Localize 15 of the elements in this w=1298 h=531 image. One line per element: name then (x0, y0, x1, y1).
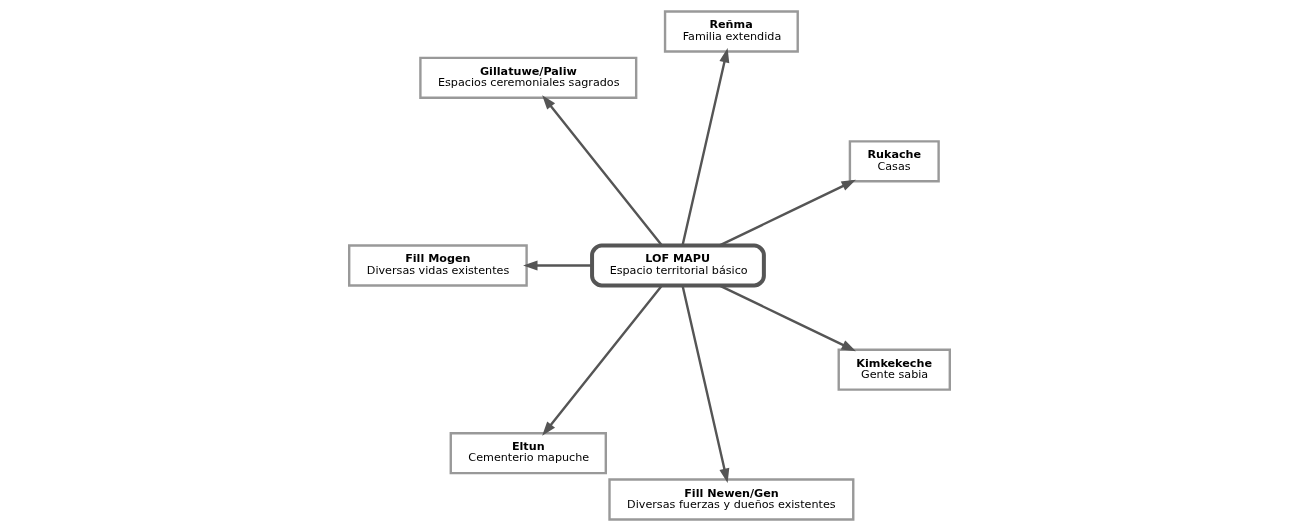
arrow (541, 95, 663, 247)
node-box: Fill Mogen Diversas vidas existentes (347, 244, 528, 287)
node-box: Kimkekeche Gente sabia (837, 348, 951, 391)
arrow (718, 284, 856, 352)
arrow (522, 260, 592, 271)
arrow (541, 284, 663, 436)
arrow (680, 285, 729, 483)
node-box: Fill Newen/Gen Diversas fuerzas y dueños existentes (607, 478, 854, 521)
node-box: Reñma Familia extendida (663, 10, 799, 53)
arrow (718, 179, 856, 247)
node-box: Eltun Cementerio mapuche (449, 432, 607, 475)
node-box: LOF MAPU Espacio territorial básico (589, 243, 766, 288)
node-box: Gillatuwe/Paliw Espacios ceremoniales sagrados (418, 56, 637, 99)
arrow (680, 48, 729, 246)
node-box: Rukache Casas (848, 140, 940, 183)
